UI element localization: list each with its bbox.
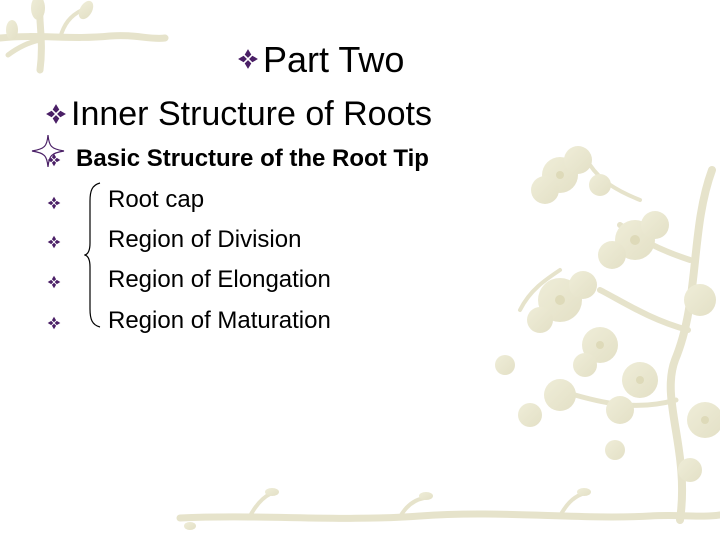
section-heading: Inner Structure of Roots [45, 97, 432, 131]
list-item: Region of Elongation [108, 266, 331, 293]
diamond-bullet-icon [47, 235, 61, 249]
section-heading-text: Inner Structure of Roots [71, 95, 432, 133]
sparkle-star-icon [31, 134, 65, 168]
diamond-bullet-icon [47, 275, 61, 289]
bottom-branch-icon [176, 492, 720, 522]
left-curly-brace [84, 182, 101, 328]
slide-title: Part Two [237, 42, 404, 78]
list-item: Region of Maturation [108, 307, 331, 334]
diamond-bullet-icon [47, 196, 61, 210]
diamond-bullet-icon [46, 104, 66, 124]
list-item: Region of Division [108, 226, 302, 253]
list-item: Root cap [108, 186, 205, 213]
diamond-bullet-icon [47, 316, 61, 330]
diamond-bullet-icon [238, 49, 258, 70]
slide-title-text: Part Two [263, 39, 405, 80]
subheading: Basic Structure of the Root Tip [76, 145, 429, 172]
diamond-bullet-icon [47, 153, 61, 167]
